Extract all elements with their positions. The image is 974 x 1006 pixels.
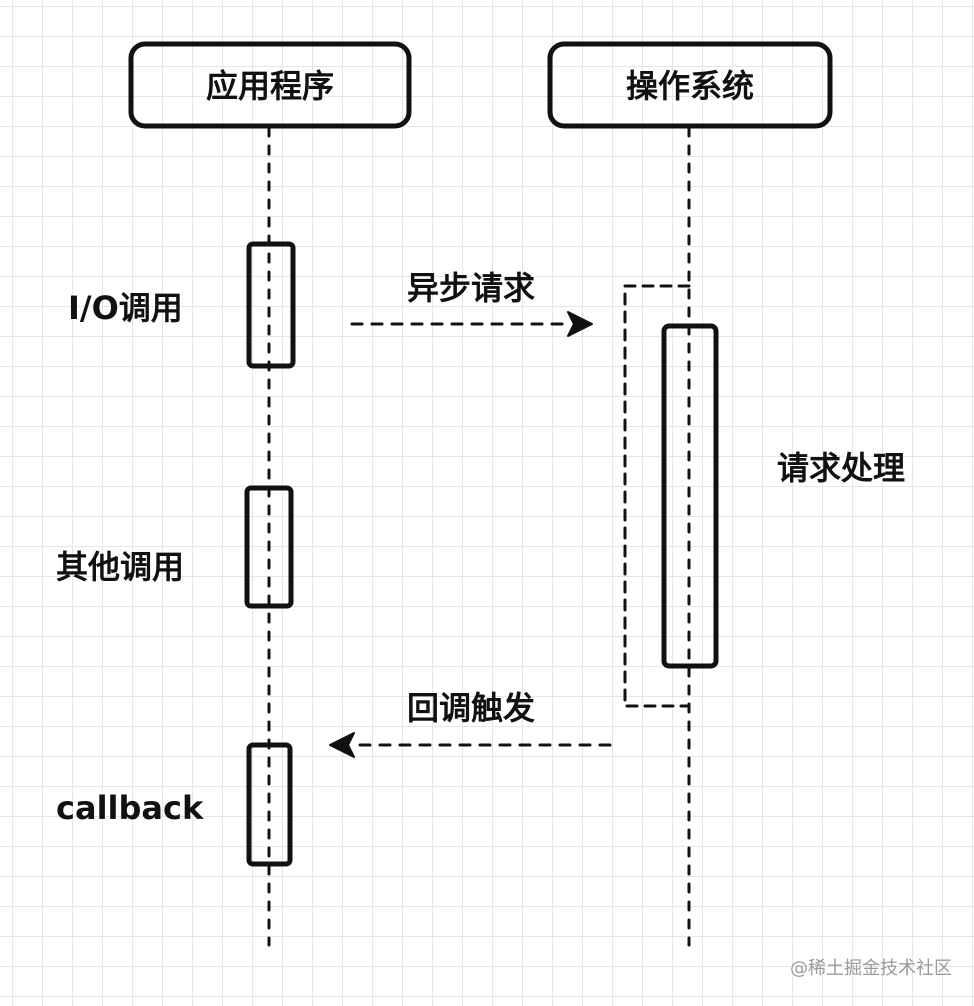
message-label-async-request: 异步请求 <box>406 269 536 307</box>
activation-other-call <box>244 485 294 609</box>
label-io-call: I/O调用 <box>68 289 183 327</box>
label-request-processing: 请求处理 <box>777 449 906 487</box>
actor-title-app: 应用程序 <box>205 67 335 105</box>
actor-box-app <box>128 41 412 129</box>
actor-title-os: 操作系统 <box>625 67 755 105</box>
watermark: @稀土掘金技术社区 <box>790 958 952 979</box>
processing-bracket <box>623 284 691 708</box>
activation-callback <box>246 742 293 867</box>
actor-box-os <box>547 41 833 129</box>
label-other-call: 其他调用 <box>56 548 185 586</box>
label-callback: callback <box>56 789 204 827</box>
async-request-arrowhead <box>567 311 593 337</box>
activation-request-processing <box>661 323 719 669</box>
message-label-callback-trigger: 回调触发 <box>406 689 536 727</box>
callback-trigger-arrowhead <box>329 732 355 758</box>
activation-io-call <box>246 241 296 369</box>
